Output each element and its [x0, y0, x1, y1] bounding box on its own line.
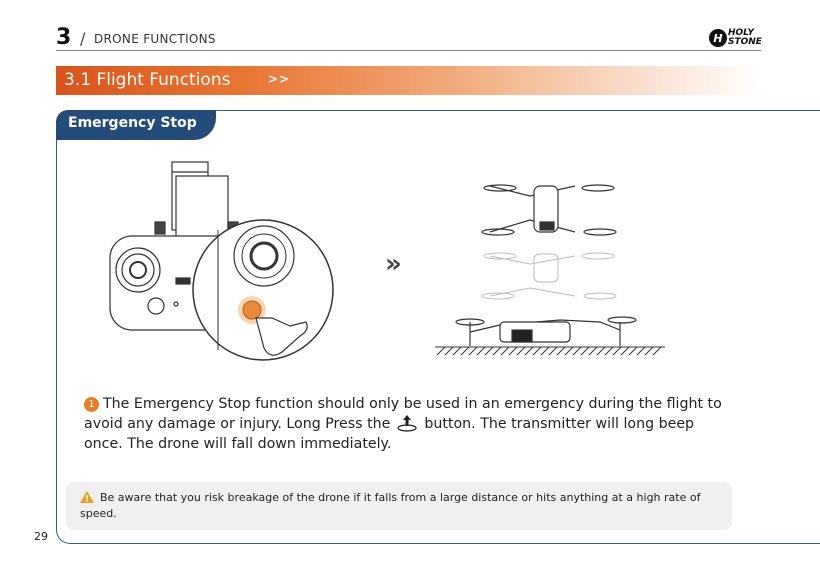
- tab-title: Emergency Stop: [68, 115, 197, 131]
- svg-text:H: H: [713, 32, 722, 45]
- drone-falling-drawing: [481, 252, 617, 300]
- section-title: 3.1 Flight Functions: [64, 70, 231, 90]
- magnified-view-drawing: [192, 219, 334, 361]
- emergency-stop-icon: [397, 415, 417, 432]
- chapter-slash: /: [80, 29, 86, 48]
- section-tab: Emergency Stop: [56, 110, 216, 140]
- page-number: 29: [34, 530, 48, 543]
- drone-top-drawing: [481, 184, 617, 236]
- drone-crashed-drawing: [455, 316, 637, 346]
- warning-note-content: Be aware that you risk breakage of the d…: [80, 490, 730, 522]
- section-bar: 3.1 Flight Functions >>: [56, 66, 761, 95]
- ground-drawing: [435, 346, 665, 356]
- logo-icon: H: [709, 29, 727, 47]
- chapter-number: 3: [56, 25, 72, 50]
- step-number-badge: 1: [84, 397, 99, 412]
- content-frame: [56, 110, 820, 544]
- warning-icon: [80, 491, 94, 503]
- section-arrows: >>: [268, 72, 291, 86]
- step-text-part2: button. The transmitter will long beep o…: [84, 416, 695, 452]
- chapter-title: DRONE FUNCTIONS: [94, 32, 216, 46]
- step-text-part1: The Emergency Stop function should only …: [84, 396, 722, 432]
- warning-note: Be aware that you risk breakage of the d…: [66, 482, 732, 530]
- header-divider: [56, 50, 761, 51]
- double-chevron-icon: »: [385, 249, 402, 279]
- warning-note-text: Be aware that you risk breakage of the d…: [80, 491, 701, 520]
